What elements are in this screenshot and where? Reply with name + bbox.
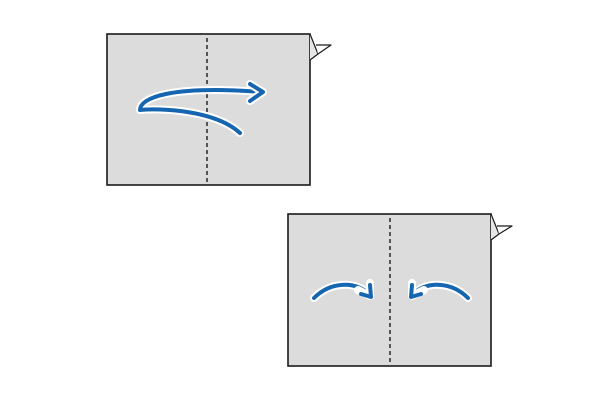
folded-corner-tab-icon [490, 213, 513, 241]
step-1-sheet [106, 33, 332, 186]
arrowhead-icon [248, 82, 265, 103]
step-2-sheet [287, 213, 513, 367]
folded-corner-tab-icon [309, 33, 332, 61]
fold-arrow-left-to-right [136, 80, 267, 137]
fold-arrow-left-inward [310, 279, 374, 302]
arrowhead-icon [359, 283, 373, 299]
fold-arrow-right-inward [408, 279, 472, 302]
arrowhead-icon [409, 283, 423, 299]
